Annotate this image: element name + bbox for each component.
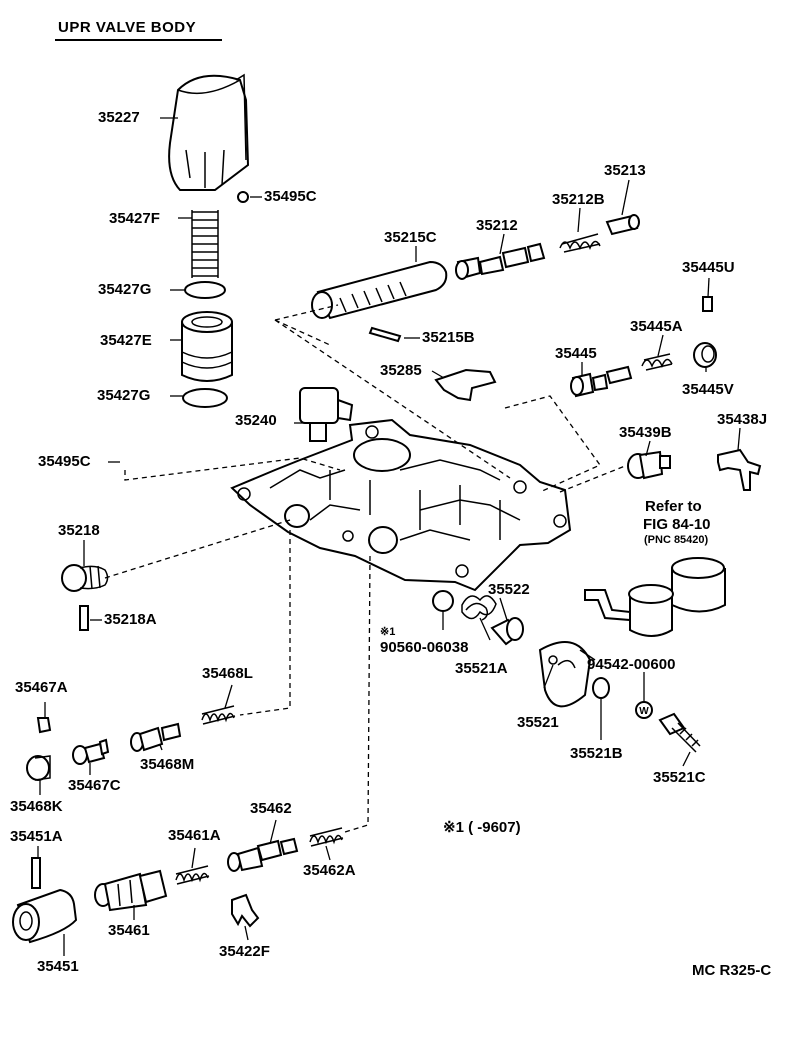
label-35468L: 35468L bbox=[202, 665, 253, 682]
part-35521A-spring bbox=[461, 595, 497, 621]
label-35218A: 35218A bbox=[104, 611, 157, 628]
part-35462A-spring bbox=[309, 827, 344, 847]
label-35438J: 35438J bbox=[717, 411, 768, 428]
diagram-title: UPR VALVE BODY bbox=[58, 19, 197, 36]
part-35218-plug bbox=[61, 564, 109, 592]
label-35215C: 35215C bbox=[384, 229, 437, 246]
part-35427G-top-oring bbox=[184, 281, 226, 299]
part-35445A-spring bbox=[641, 353, 673, 371]
label-note-mark: ※1 bbox=[380, 626, 396, 638]
label-35521: 35521 bbox=[517, 714, 559, 731]
label-35445A: 35445A bbox=[630, 318, 683, 335]
label-35462A: 35462A bbox=[303, 862, 356, 879]
part-35521C-bolt bbox=[658, 712, 701, 753]
part-35422F-clip bbox=[231, 893, 260, 928]
part-35427G-bottom-oring bbox=[182, 388, 228, 408]
part-35438J-clip bbox=[717, 448, 762, 491]
label-35427G-bottom: 35427G bbox=[97, 387, 151, 404]
label-35467C: 35467C bbox=[68, 777, 121, 794]
part-35215C-sleeve bbox=[311, 260, 448, 320]
label-35212B: 35212B bbox=[552, 191, 605, 208]
refer-line2: FIG 84-10 bbox=[643, 516, 711, 533]
part-35468M-valve bbox=[130, 722, 182, 752]
label-35451A: 35451A bbox=[10, 828, 63, 845]
label-35227: 35227 bbox=[98, 109, 140, 126]
label-90560-06038: 90560-06038 bbox=[380, 639, 469, 656]
label-35422F: 35422F bbox=[219, 943, 270, 960]
label-35468K: 35468K bbox=[10, 798, 63, 815]
label-35522: 35522 bbox=[488, 581, 530, 598]
leader-lines bbox=[37, 117, 741, 956]
label-35521B: 35521B bbox=[570, 745, 623, 762]
refer-solenoid-assembly bbox=[584, 557, 726, 637]
part-35212-valve bbox=[455, 242, 546, 280]
label-35521A: 35521A bbox=[455, 660, 508, 677]
part-35451A-pin bbox=[31, 857, 41, 889]
part-35522-plunger bbox=[490, 617, 524, 646]
part-35439B-valve bbox=[627, 450, 671, 480]
part-35445-valve bbox=[570, 365, 633, 398]
label-35240: 35240 bbox=[235, 412, 277, 429]
part-35215B-pin bbox=[368, 326, 402, 343]
label-35439B: 35439B bbox=[619, 424, 672, 441]
part-35467C-valve bbox=[72, 738, 110, 765]
label-35445: 35445 bbox=[555, 345, 597, 362]
label-35445V: 35445V bbox=[682, 381, 734, 398]
part-35427E-piston bbox=[181, 311, 233, 382]
part-35227-accumulator-cover bbox=[168, 73, 250, 191]
label-35215B: 35215B bbox=[422, 329, 475, 346]
part-35521-detent-lever bbox=[538, 641, 596, 708]
label-35445U: 35445U bbox=[682, 259, 735, 276]
part-35462-valve bbox=[227, 837, 299, 872]
label-35467A: 35467A bbox=[15, 679, 68, 696]
part-35521B-washer bbox=[592, 677, 610, 699]
label-35213: 35213 bbox=[604, 162, 646, 179]
part-35467A-key bbox=[36, 717, 52, 734]
part-94542-00600-washer-mark: W bbox=[635, 701, 653, 719]
part-35240-solenoid bbox=[299, 387, 354, 442]
part-35468K-plug bbox=[26, 755, 51, 781]
part-35495C-top-ring bbox=[237, 191, 249, 203]
part-35445V-plug bbox=[693, 342, 717, 368]
label-35461: 35461 bbox=[108, 922, 150, 939]
part-35213-plug bbox=[605, 214, 640, 236]
part-35461A-spring bbox=[175, 865, 210, 885]
part-35427F-spring bbox=[191, 210, 219, 278]
valve-body-main bbox=[230, 418, 572, 592]
assembly-dashed-lines bbox=[104, 304, 626, 833]
part-35445U-key bbox=[702, 296, 713, 312]
label-94542-00600: 94542-00600 bbox=[587, 656, 676, 673]
refer-line3: (PNC 85420) bbox=[644, 534, 709, 546]
label-35495C-top: 35495C bbox=[264, 188, 317, 205]
label-35427G-top: 35427G bbox=[98, 281, 152, 298]
label-35462: 35462 bbox=[250, 800, 292, 817]
part-35212B-spring bbox=[559, 233, 601, 253]
label-35427E: 35427E bbox=[100, 332, 152, 349]
refer-line1: Refer to bbox=[645, 498, 702, 515]
part-35218A-pin bbox=[79, 605, 89, 631]
svg-text:W: W bbox=[639, 706, 649, 717]
label-35521C: 35521C bbox=[653, 769, 706, 786]
part-35285-plate bbox=[434, 368, 497, 402]
label-35461A: 35461A bbox=[168, 827, 221, 844]
figure-code: MC R325-C bbox=[692, 962, 772, 979]
part-35461-valve bbox=[94, 869, 168, 912]
label-35218: 35218 bbox=[58, 522, 100, 539]
label-35285: 35285 bbox=[380, 362, 422, 379]
label-35451: 35451 bbox=[37, 958, 79, 975]
label-35468M: 35468M bbox=[140, 756, 195, 773]
label-35427F: 35427F bbox=[109, 210, 160, 227]
label-35495C-left: 35495C bbox=[38, 453, 91, 470]
note-range: ※1 ( -9607) bbox=[443, 819, 521, 836]
part-35451-sleeve bbox=[12, 888, 78, 944]
part-90560-06038-washer bbox=[432, 590, 454, 612]
part-35468L-spring bbox=[201, 705, 236, 725]
label-35212: 35212 bbox=[476, 217, 518, 234]
